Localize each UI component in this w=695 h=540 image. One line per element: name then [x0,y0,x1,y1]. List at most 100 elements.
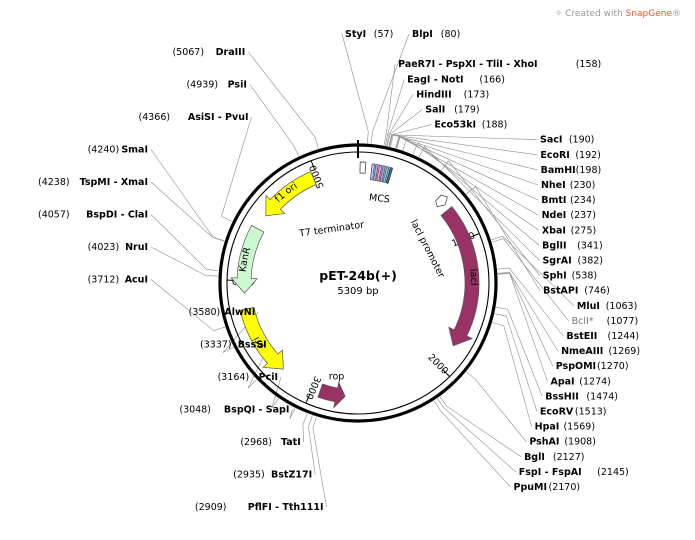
site-name: NdeI [542,210,567,221]
site-hpai[interactable]: HpaI(1569) [535,422,595,433]
leader-tspmi-xmai [150,181,225,242]
site-bmti[interactable]: BmtI(234) [541,195,595,206]
site-hindiii[interactable]: HindIII(173) [416,89,489,100]
site-bspdi-clai[interactable]: BspDI - ClaI(4057) [38,210,148,221]
site-nhei[interactable]: NheI(230) [541,180,595,191]
leader-acui [150,279,226,332]
leader-sphi [440,160,541,276]
site-position: (188) [482,120,508,131]
site-name: SmaI [121,145,148,156]
site-bsshii[interactable]: BssHII(1474) [545,391,618,402]
site-smai[interactable]: SmaI(4240) [88,145,148,156]
feature-label-rop: rop [329,372,345,383]
site-pflfi-tth111i[interactable]: PflFI - Tth111I (2909) [195,502,324,513]
site-acui[interactable]: AcuI (3712) [88,275,148,286]
site-name: BlpI [412,29,433,40]
site-bsssi[interactable]: BssSI(3337) [200,340,267,351]
site-nrui[interactable]: NruI(4023) [88,242,148,253]
site-ppumi[interactable]: PpuMI(2170) [514,482,581,493]
site-name: ApaI [550,376,574,387]
site-blpi[interactable]: BlpI(80) [412,29,460,40]
site-ecori[interactable]: EcoRI(192) [540,150,601,161]
site-name: BstZ17I [271,470,312,481]
site-position: (2145) [597,467,629,478]
site-bstz17i[interactable]: BstZ17I(2935) [233,470,312,481]
site-position: (3712) [88,275,120,286]
site-alwni[interactable]: AlwNI(3580) [189,307,256,318]
site-draiii[interactable]: DraIII(5067) [172,47,245,58]
site-ndei[interactable]: NdeI(237) [542,210,596,221]
site-sphi[interactable]: SphI (538) [543,271,597,282]
leader-saci [388,134,538,147]
site-fspi-fspai[interactable]: FspI - FspAI(2145) [519,467,629,478]
site-name: PpuMI [514,482,548,493]
site-bcli[interactable]: BclI*(1077) [572,316,639,327]
site-position: (538) [572,271,598,282]
leader-apai [497,273,548,382]
site-bgli[interactable]: BglI(2127) [524,452,584,463]
site-name: PflFI - Tth111I [248,502,324,513]
watermark-brand: SnapGene [625,9,672,19]
site-name: EagI - NotI [407,74,463,85]
site-paer7i-pspxi-tlii-xhoi[interactable]: PaeR7I - PspXI - TliI - XhoI(158) [398,59,601,70]
site-name: HpaI [535,422,560,433]
site-ecorv[interactable]: EcoRV(1513) [540,407,607,418]
leader-ecori [389,134,538,156]
leader-asisi-pvui [221,116,252,222]
feature-kanr: KanR [230,224,265,294]
site-psii[interactable]: PsiI(4939) [186,80,246,91]
leader-pflfi-tth111i [312,416,327,508]
site-pspomi[interactable]: PspOMI(1270) [556,361,629,372]
site-name: BglI [524,452,545,463]
feature-f1-ori: f1 ori [265,171,317,217]
site-name: NmeAIII [561,346,603,357]
site-sgrai[interactable]: SgrAI(382) [542,256,603,267]
site-name: TatI [281,437,301,448]
site-position: (2909) [195,502,227,513]
site-bstapi[interactable]: BstAPI(746) [543,286,610,297]
site-xbai[interactable]: XbaI(275) [542,225,596,236]
site-saci[interactable]: SacI(190) [540,135,594,146]
site-nmeaiii[interactable]: NmeAIII(1269) [561,346,640,357]
site-bspqi-sapi[interactable]: BspQI - SapI(3048) [179,405,289,416]
site-tati[interactable]: TatI (2968) [240,437,300,448]
feature-label-laci-promoter: lacI promoter [408,218,447,280]
site-position: (57) [374,29,394,40]
site-name: EcoRI [540,150,570,161]
site-eco53ki[interactable]: Eco53kI(188) [434,120,507,131]
site-bglii[interactable]: BglII(341) [542,240,603,251]
site-position: (2968) [240,437,272,448]
leader-blpi [370,33,410,144]
site-position: (230) [570,180,596,191]
site-name: EcoRV [540,407,574,418]
site-sali[interactable]: SalI(179) [425,105,479,116]
site-bamhi[interactable]: BamHI(198) [541,165,602,176]
feature-arrow-laci [440,206,480,347]
site-name: BglII [542,240,566,251]
leader-smai [150,149,225,242]
leader-pshai [466,371,527,442]
site-asisi-pvui[interactable]: AsiSI - PvuI(4366) [139,112,249,123]
site-name: AcuI [125,275,148,286]
site-tspmi-xmai[interactable]: TspMI - XmaI(4238) [38,177,148,188]
leader-bamhi [390,134,538,171]
site-name: SphI [543,271,567,282]
feature-arrow-ori [239,306,284,370]
site-apai[interactable]: ApaI(1274) [550,376,610,387]
site-name: BssHII [545,391,579,402]
site-position: (234) [570,195,596,206]
site-mlui[interactable]: MluI(1063) [577,301,637,312]
leader-styi [341,33,369,144]
site-name: HindIII [416,89,451,100]
site-name: BspDI - ClaI [86,210,148,221]
site-pshai[interactable]: PshAI(1908) [529,437,596,448]
site-pcii[interactable]: PciI(3164) [218,372,278,383]
site-eagi-noti[interactable]: EagI - NotI(166) [407,74,505,85]
site-position: (1063) [606,301,638,312]
site-bsteii[interactable]: BstEII(1244) [566,331,639,342]
feature-arrow-kanr [230,224,265,294]
site-position: (237) [570,210,596,221]
leader-pcii [271,376,282,409]
feature-label-laci: lacI [467,268,479,285]
site-styi[interactable]: StyI(57) [345,29,393,40]
